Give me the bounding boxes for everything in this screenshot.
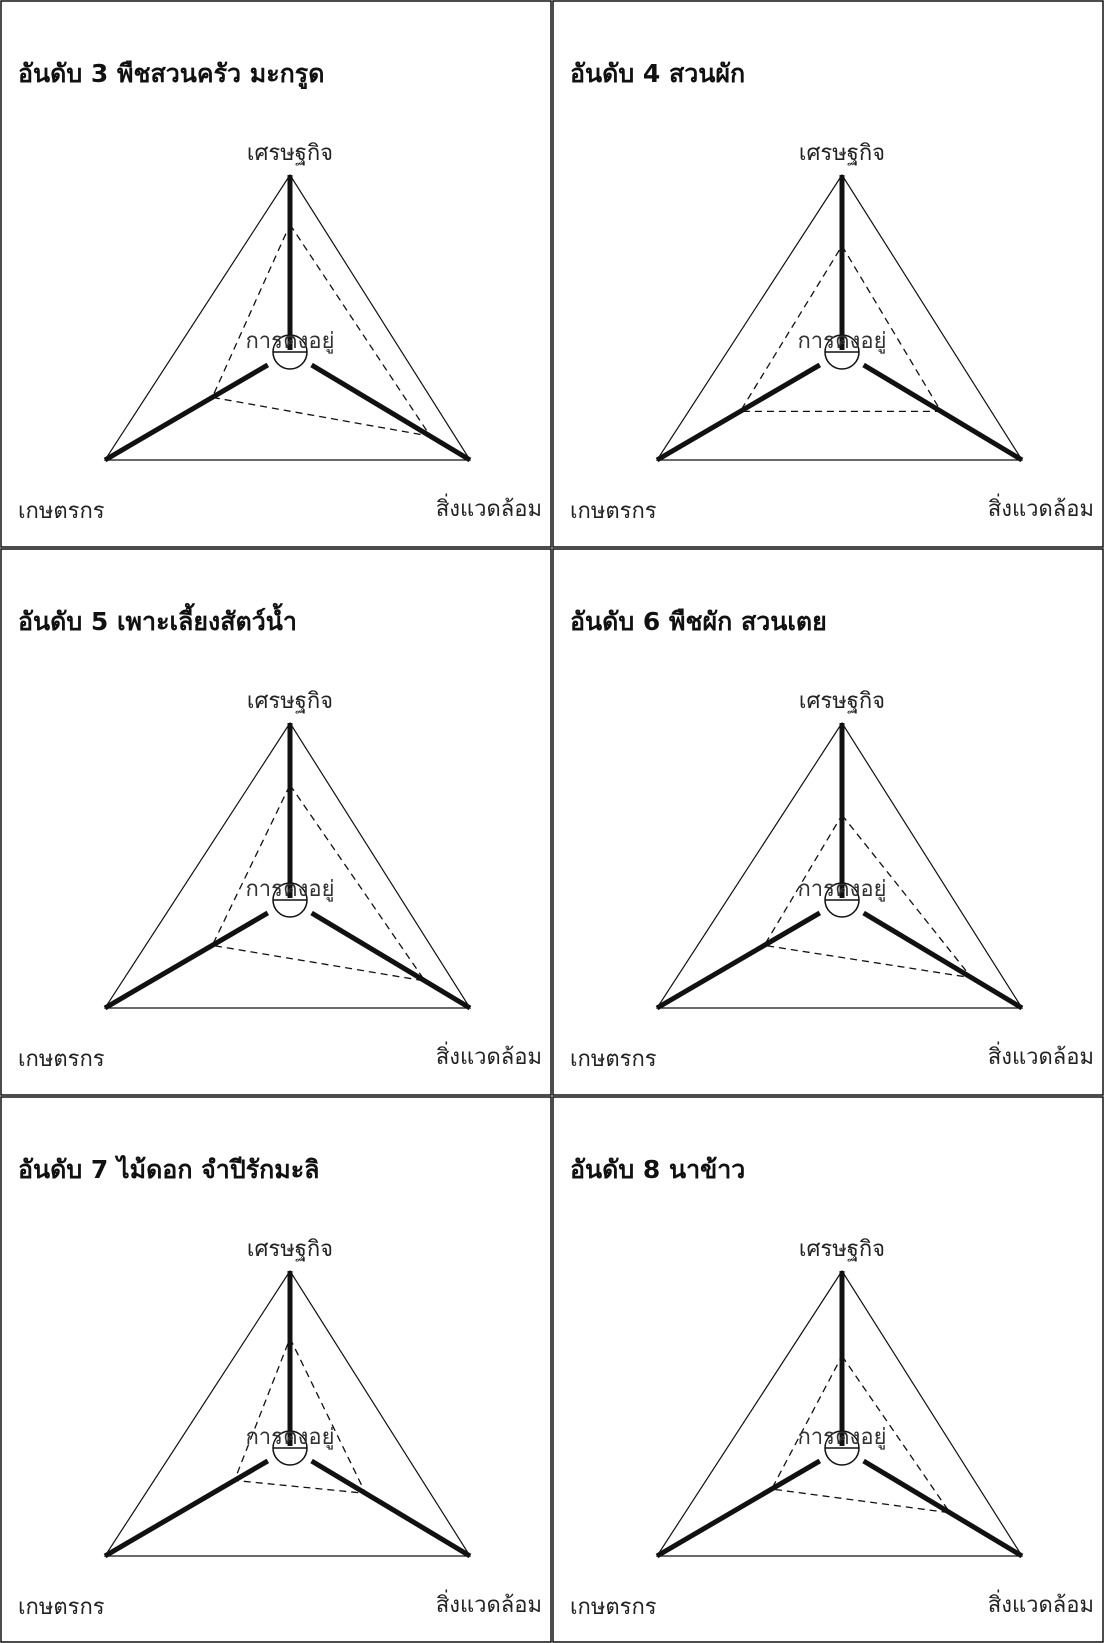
outer-triangle (655, 1269, 1024, 1557)
label-environment: สิ่งแวดล้อม (988, 1589, 1094, 1618)
label-economy: เศรษฐกิจ (799, 689, 885, 714)
score-polygon (770, 1354, 952, 1514)
cell-title: อันดับ 6 พืชผัก สวนเตย (570, 607, 827, 636)
label-farmer: เกษตรกร (570, 1595, 657, 1620)
label-environment: สิ่งแวดล้อม (988, 1041, 1094, 1070)
axis-farmer (103, 362, 270, 463)
label-economy: เศรษฐกิจ (247, 1237, 333, 1262)
score-polygon (739, 244, 943, 413)
label-economy: เศรษฐกิจ (799, 1237, 885, 1262)
axis-environment (310, 910, 472, 1011)
radar-cell: อันดับ 5 เพาะเลี้ยงสัตว์น้ำเศรษฐกิจการคง… (0, 548, 552, 1096)
label-economy: เศรษฐกิจ (247, 689, 333, 714)
radar-cell: อันดับ 7 ไม้ดอก จำปีรักมะลิเศรษฐกิจการคง… (0, 1096, 552, 1643)
cell-border (0, 1096, 552, 1643)
cell-border (552, 548, 1104, 1096)
cell-border (552, 0, 1104, 548)
label-farmer: เกษตรกร (18, 499, 105, 524)
cell-border (0, 548, 552, 1096)
label-environment: สิ่งแวดล้อม (436, 493, 542, 522)
score-polygon (211, 223, 432, 438)
outer-triangle (103, 721, 472, 1009)
cell-title: อันดับ 4 สวนผัก (570, 59, 745, 88)
axis-environment (862, 910, 1024, 1011)
radar-cell: อันดับ 3 พืชสวนครัว มะกรูดเศรษฐกิจการคงอ… (0, 0, 552, 548)
label-farmer: เกษตรกร (570, 1047, 657, 1072)
label-center: การคงอยู่ (245, 877, 334, 902)
label-center: การคงอยู่ (797, 1425, 886, 1450)
cell-title: อันดับ 7 ไม้ดอก จำปีรักมะลิ (18, 1154, 320, 1184)
label-farmer: เกษตรกร (18, 1595, 105, 1620)
score-polygon (211, 783, 427, 982)
outer-triangle (655, 173, 1024, 461)
label-farmer: เกษตรกร (570, 499, 657, 524)
cell-title: อันดับ 5 เพาะเลี้ยงสัตว์น้ำ (18, 602, 297, 636)
outer-triangle (103, 1269, 472, 1557)
axis-environment (862, 1458, 1024, 1559)
cell-title: อันดับ 3 พืชสวนครัว มะกรูด (18, 59, 324, 90)
axis-environment (862, 362, 1024, 463)
label-center: การคงอยู่ (797, 329, 886, 354)
label-center: การคงอยู่ (245, 329, 334, 354)
axis-farmer (655, 910, 822, 1011)
label-environment: สิ่งแวดล้อม (436, 1589, 542, 1618)
radar-cell: อันดับ 6 พืชผัก สวนเตยเศรษฐกิจการคงอยู่เ… (552, 548, 1104, 1096)
label-center: การคงอยู่ (245, 1425, 334, 1450)
axis-farmer (103, 910, 270, 1011)
label-farmer: เกษตรกร (18, 1047, 105, 1072)
label-economy: เศรษฐกิจ (247, 141, 333, 166)
axis-farmer (655, 362, 822, 463)
cell-border (552, 1096, 1104, 1643)
cell-title: อันดับ 8 นาข้าว (570, 1155, 745, 1184)
label-center: การคงอยู่ (797, 877, 886, 902)
outer-triangle (655, 721, 1024, 1009)
axis-farmer (103, 1458, 270, 1559)
axis-environment (310, 1458, 472, 1559)
label-economy: เศรษฐกิจ (799, 141, 885, 166)
score-polygon (233, 1336, 367, 1495)
outer-triangle (103, 173, 472, 461)
cell-border (0, 0, 552, 548)
label-environment: สิ่งแวดล้อม (988, 493, 1094, 522)
label-environment: สิ่งแวดล้อม (436, 1041, 542, 1070)
score-polygon (763, 813, 974, 979)
axis-environment (310, 362, 472, 463)
axis-farmer (655, 1458, 822, 1559)
